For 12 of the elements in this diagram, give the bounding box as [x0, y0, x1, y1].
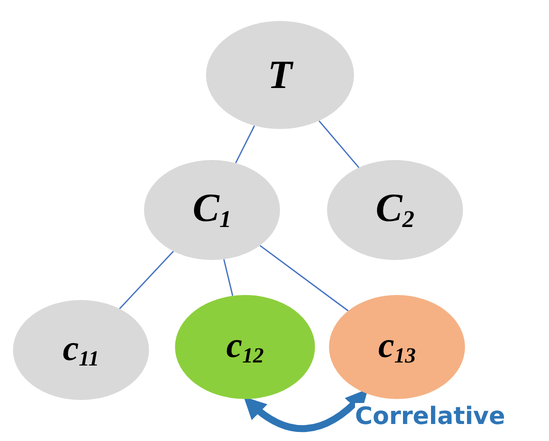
node-label: C$_{2}$	[376, 188, 414, 232]
node-label: c$_{12}$	[226, 327, 264, 367]
connector-line	[235, 125, 256, 164]
curved-double-arrow	[243, 389, 368, 432]
node-label: c$_{13}$	[378, 327, 416, 367]
connector-line	[223, 259, 234, 296]
connector-line	[119, 250, 174, 310]
connector-line	[318, 120, 360, 168]
node-label: T	[268, 55, 292, 95]
node-label: C$_{1}$	[192, 188, 232, 232]
node-label: c$_{11}$	[62, 330, 100, 370]
connector-line	[260, 244, 349, 312]
